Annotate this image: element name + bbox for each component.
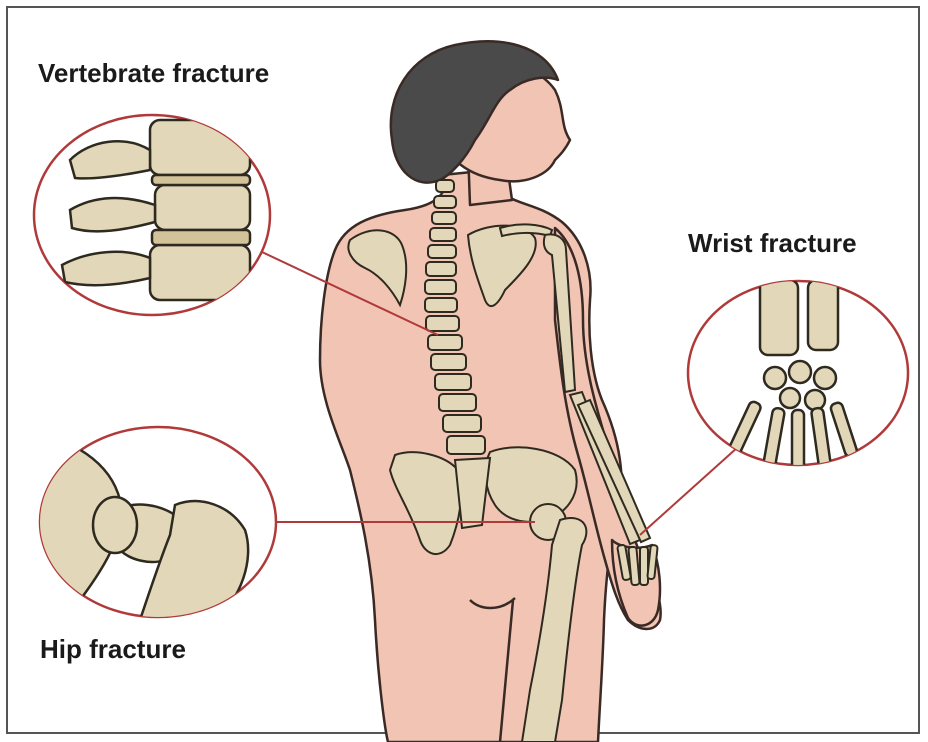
wrist-radius (760, 280, 798, 355)
metacarpal-3 (792, 410, 804, 470)
carpal-4 (780, 388, 800, 408)
vertebra-bottom (150, 245, 250, 300)
carpal-3 (814, 367, 836, 389)
wrist-ulna (808, 280, 838, 350)
femur-ball (93, 497, 137, 553)
vertebra-process-middle (70, 198, 155, 231)
wrist-fracture-callout (688, 280, 908, 470)
hip-fracture-label: Hip fracture (40, 634, 186, 665)
carpal-1 (764, 367, 786, 389)
vertebra-top (150, 120, 250, 175)
hip-fracture-callout (30, 427, 276, 620)
wrist-callout-line (640, 447, 738, 535)
wrist-fracture-label: Wrist fracture (688, 228, 857, 259)
carpal-5 (805, 390, 825, 410)
carpal-2 (789, 361, 811, 383)
disc-2 (152, 230, 250, 245)
vertebrate-fracture-label: Vertebrate fracture (38, 58, 269, 89)
disc-1 (152, 175, 250, 185)
vertebrate-fracture-callout (34, 115, 270, 315)
hand-bones (617, 545, 658, 586)
human-figure (320, 41, 661, 742)
vertebra-middle (155, 185, 250, 230)
